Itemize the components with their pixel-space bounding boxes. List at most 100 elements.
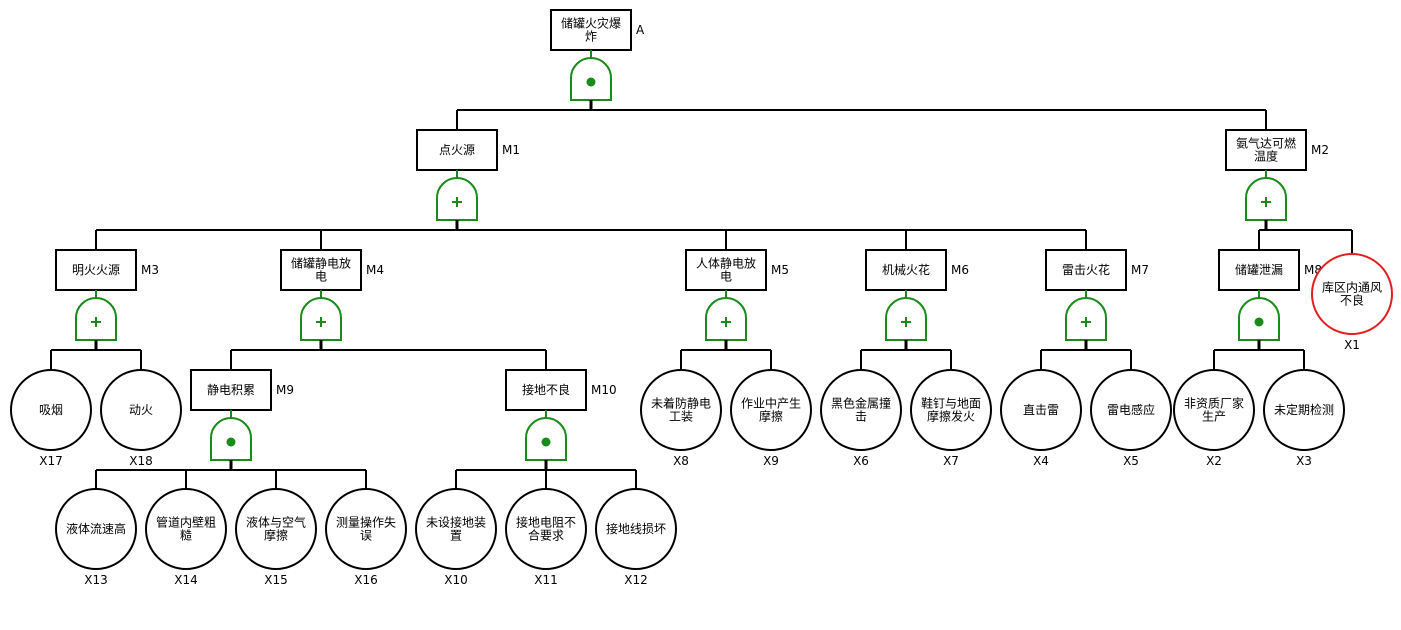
basic-event-circle — [1000, 369, 1082, 451]
node-label: 液体流速高 — [66, 521, 126, 536]
event-id: X9 — [763, 454, 779, 468]
event-id: X4 — [1033, 454, 1049, 468]
node-label: 接地线损坏 — [606, 521, 666, 536]
basic-event-x12[interactable]: 接地线损坏 X12 — [595, 488, 677, 587]
node-label: 鞋钉与地面摩擦发火 — [921, 396, 981, 424]
basic-event-circle — [10, 369, 92, 451]
event-id: M4 — [366, 263, 384, 277]
event-box — [190, 369, 272, 411]
event-id: X14 — [174, 573, 198, 587]
event-m5[interactable]: 人体静电放电 M5 — [685, 249, 789, 341]
event-id: X5 — [1123, 454, 1139, 468]
event-id: M3 — [141, 263, 159, 277]
basic-event-circle — [1311, 253, 1393, 335]
basic-event-x5[interactable]: 雷电感应 X5 — [1090, 369, 1172, 468]
event-id: M6 — [951, 263, 969, 277]
node-label: 氨气达可燃温度 — [1236, 136, 1296, 164]
node-label: 未定期检测 — [1274, 402, 1334, 417]
basic-event-x18[interactable]: 动火 X18 — [100, 369, 182, 468]
or-gate-icon — [885, 297, 927, 341]
event-id: M9 — [276, 383, 294, 397]
node-label: 非资质厂家生产 — [1184, 396, 1244, 424]
basic-event-x9[interactable]: 作业中产生摩擦 X9 — [730, 369, 812, 468]
basic-event-circle — [595, 488, 677, 570]
event-box — [1225, 129, 1307, 171]
event-id: M5 — [771, 263, 789, 277]
basic-event-circle — [100, 369, 182, 451]
node-label: 库区内通风不良 — [1322, 280, 1382, 308]
basic-event-circle — [55, 488, 137, 570]
node-label: 点火源 — [439, 143, 475, 157]
node-label: 明火火源 — [72, 263, 120, 277]
node-label: 储罐静电放电 — [291, 256, 351, 284]
and-gate-icon — [570, 57, 612, 101]
event-m9[interactable]: 静电积累 M9 — [190, 369, 294, 461]
basic-event-circle — [325, 488, 407, 570]
and-gate-icon — [210, 417, 252, 461]
event-box — [280, 249, 362, 291]
node-label: 动火 — [129, 403, 153, 417]
basic-event-x4[interactable]: 直击雷 X4 — [1000, 369, 1082, 468]
basic-event-circle — [235, 488, 317, 570]
event-id: X13 — [84, 573, 108, 587]
or-gate-icon — [300, 297, 342, 341]
basic-event-circle — [730, 369, 812, 451]
node-label: 吸烟 — [39, 403, 63, 417]
event-id: X16 — [354, 573, 378, 587]
event-id: X1 — [1344, 338, 1360, 352]
node-label: 机械火花 — [882, 262, 930, 277]
event-m6[interactable]: 机械火花 M6 — [865, 249, 969, 341]
basic-event-circle — [145, 488, 227, 570]
event-id: M7 — [1131, 263, 1149, 277]
event-a[interactable]: 储罐火灾爆炸 A — [550, 9, 645, 101]
or-gate-icon — [1065, 297, 1107, 341]
event-m3[interactable]: 明火火源 M3 — [55, 249, 159, 341]
node-label: 直击雷 — [1023, 403, 1059, 417]
or-gate-icon — [436, 177, 478, 221]
node-label: 液体与空气摩擦 — [246, 515, 306, 543]
event-id: A — [636, 23, 645, 37]
event-id: X12 — [624, 573, 648, 587]
node-label: 储罐火灾爆炸 — [561, 16, 621, 44]
node-label: 接地电阻不合要求 — [516, 515, 576, 543]
event-box — [865, 249, 947, 291]
node-label: 作业中产生摩擦 — [741, 396, 801, 424]
basic-event-x8[interactable]: 未着防静电工装 X8 — [640, 369, 722, 468]
event-id: X8 — [673, 454, 689, 468]
event-box — [1218, 249, 1300, 291]
event-box — [550, 9, 632, 51]
node-label: 未着防静电工装 — [651, 396, 711, 424]
node-label: 黑色金属撞击 — [831, 396, 891, 424]
basic-event-x11[interactable]: 接地电阻不合要求 X11 — [505, 488, 587, 587]
event-id: X3 — [1296, 454, 1312, 468]
node-label: 静电积累 — [207, 383, 255, 397]
or-gate-icon — [705, 297, 747, 341]
node-label: 雷电感应 — [1107, 402, 1155, 417]
or-gate-icon — [75, 297, 117, 341]
node-label: 接地不良 — [522, 382, 570, 397]
basic-event-x1[interactable]: 库区内通风不良 X1 — [1311, 253, 1393, 352]
basic-event-x3[interactable]: 未定期检测 X3 — [1263, 369, 1345, 468]
and-gate-icon — [525, 417, 567, 461]
basic-event-circle — [640, 369, 722, 451]
event-id: X18 — [129, 454, 153, 468]
event-m4[interactable]: 储罐静电放电 M4 — [280, 249, 384, 341]
basic-event-circle — [1090, 369, 1172, 451]
node-label: 人体静电放电 — [696, 256, 756, 284]
basic-event-x13[interactable]: 液体流速高 X13 — [55, 488, 137, 587]
event-id: X11 — [534, 573, 558, 587]
